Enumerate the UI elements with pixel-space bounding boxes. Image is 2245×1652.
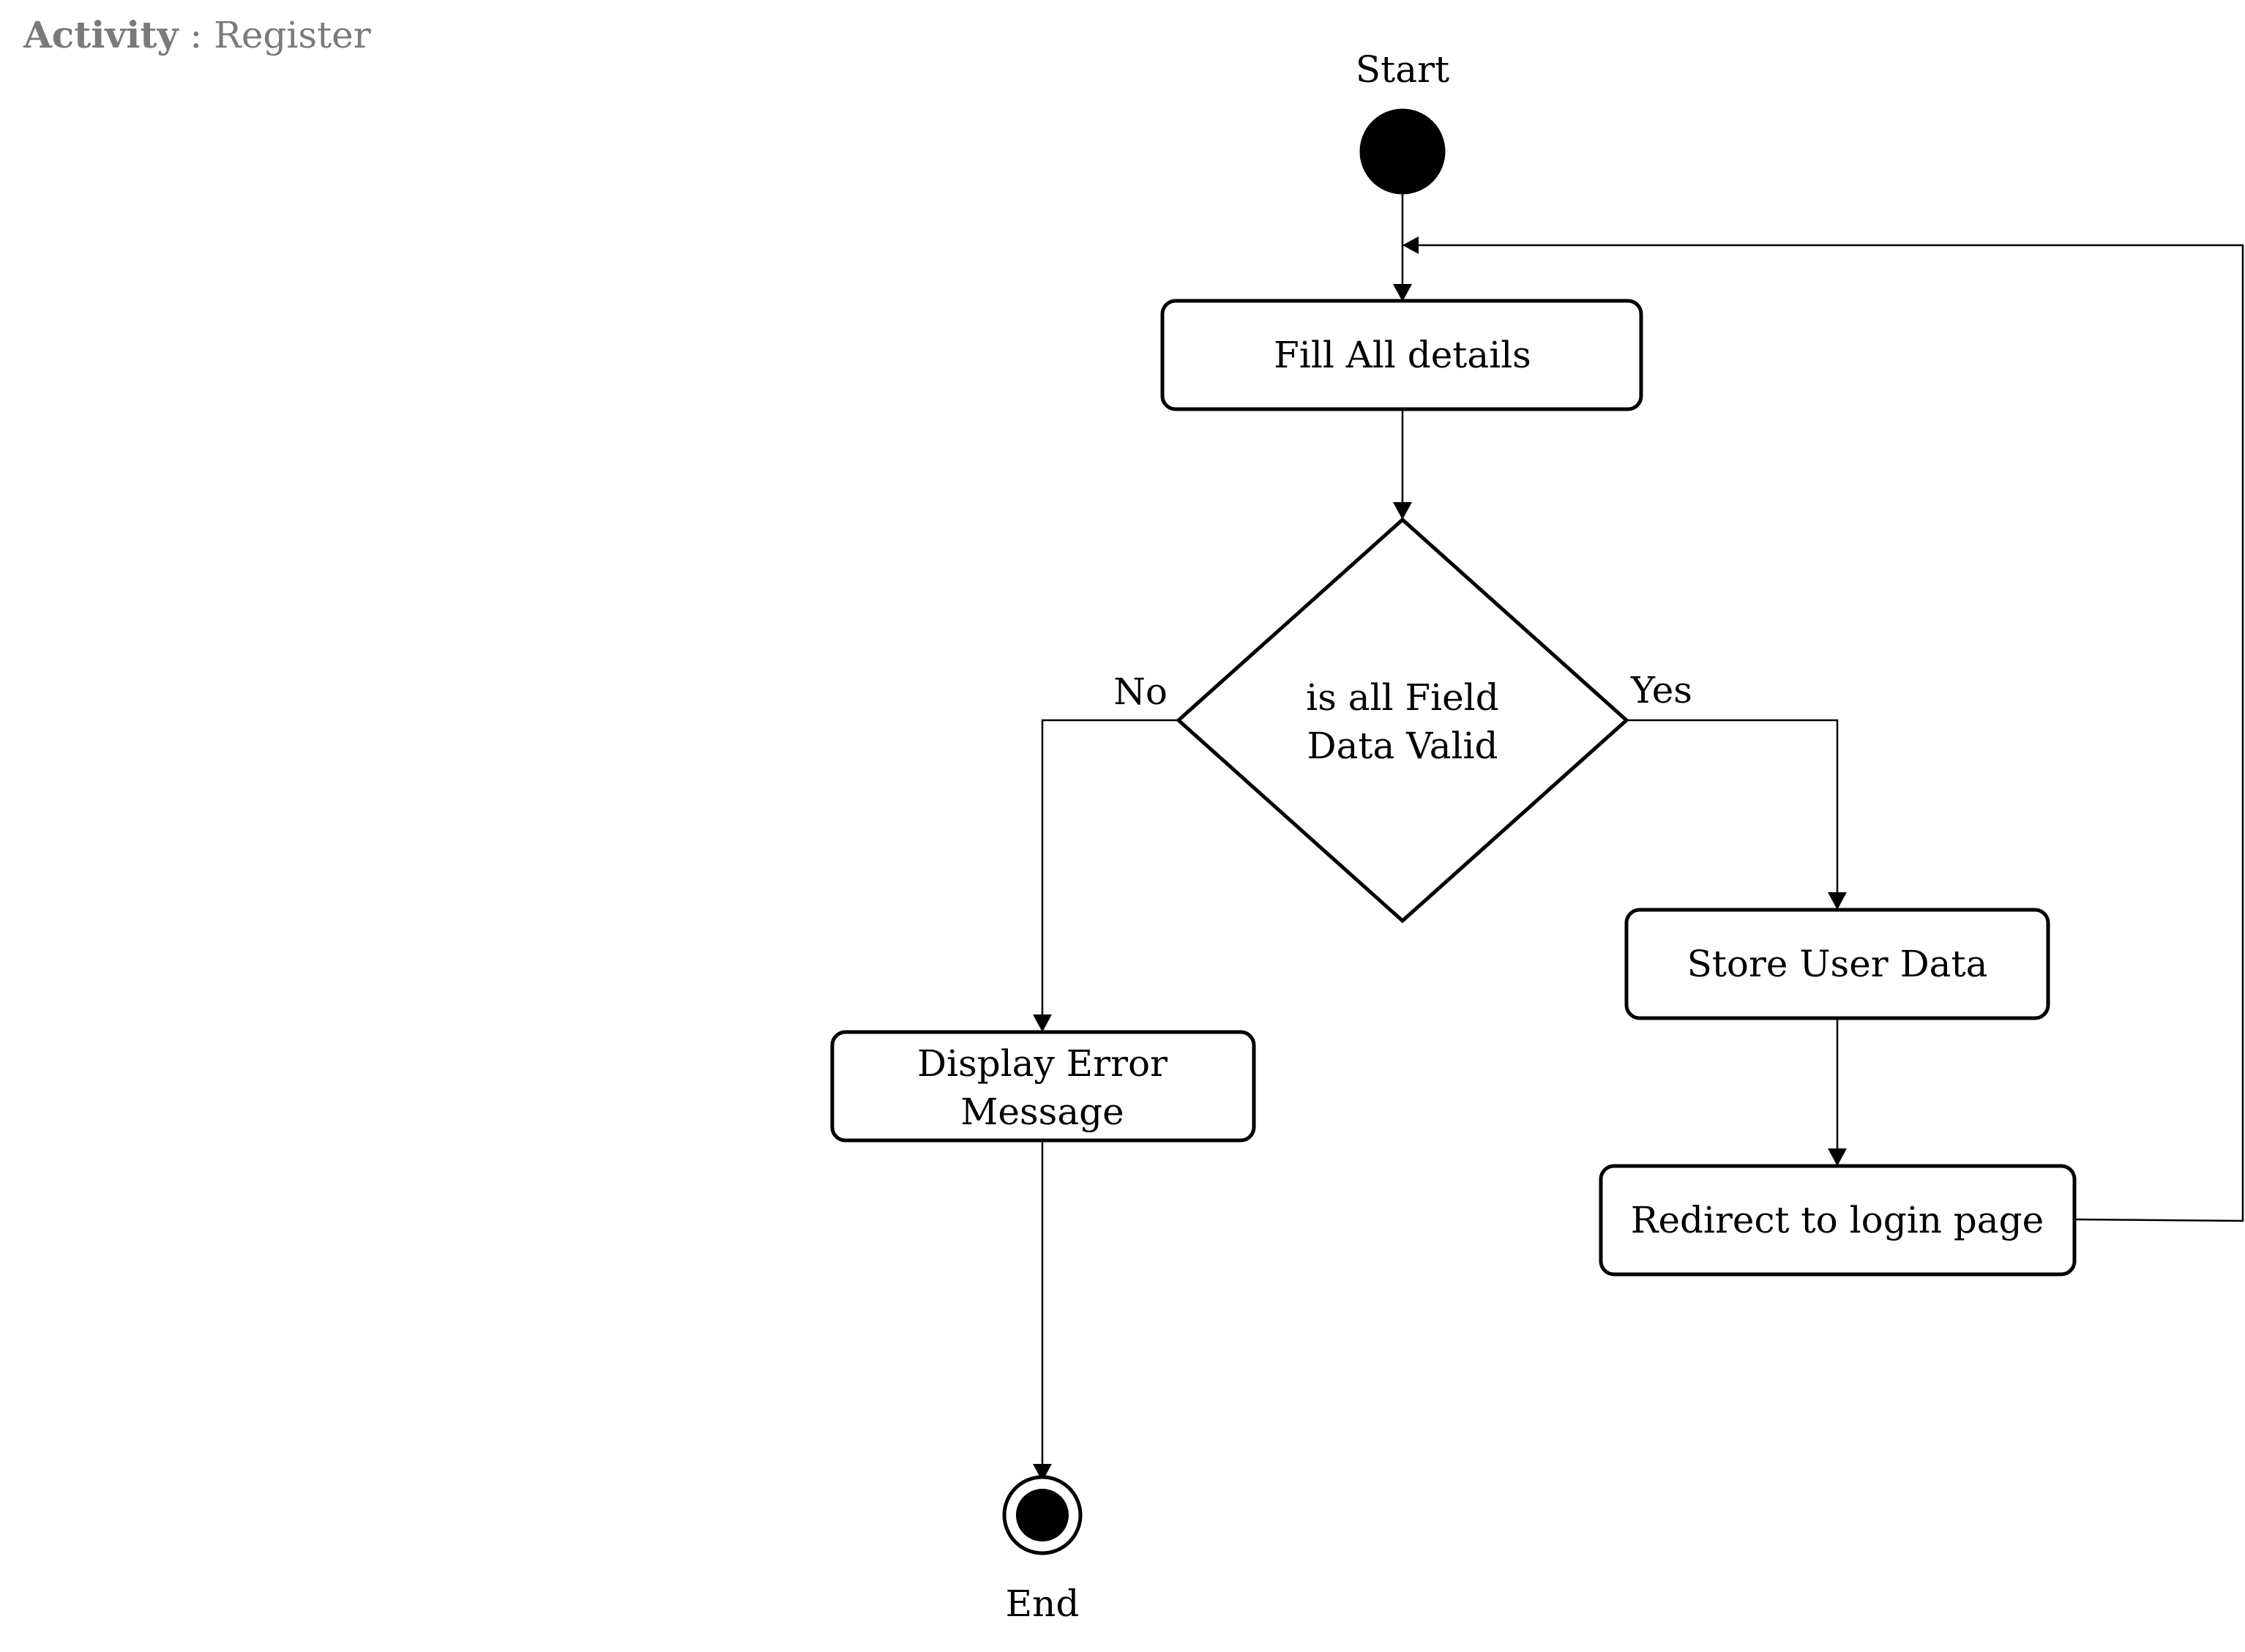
title-keyword: Activity: [23, 13, 179, 56]
activity-fill-details: Fill All details: [1160, 299, 1643, 411]
diagram-title: Activity : Register: [23, 13, 371, 57]
edge-no-branch: [1041, 719, 1178, 1014]
arrowhead: [1033, 1464, 1052, 1481]
activity-redirect-login-label: Redirect to login page: [1631, 1199, 2044, 1241]
end-node: [1002, 1475, 1083, 1555]
arrowhead: [1828, 892, 1847, 910]
start-node: [1359, 108, 1446, 195]
arrowhead: [1402, 236, 1419, 254]
title-separator: :: [178, 14, 214, 56]
activity-store-user-data: Store User Data: [1624, 908, 2050, 1020]
title-activity-name: Register: [214, 14, 371, 56]
arrowhead: [1393, 284, 1412, 302]
activity-display-error-line-2: Message: [960, 1091, 1124, 1133]
edge-yes-label: Yes: [1630, 669, 1692, 711]
activity-store-user-data-label: Store User Data: [1687, 943, 1988, 985]
activity-display-error: Display Error Message: [830, 1030, 1256, 1143]
arrowhead: [1828, 1148, 1847, 1166]
arrowhead: [1033, 1014, 1052, 1032]
activity-display-error-line-1: Display Error: [917, 1042, 1168, 1085]
start-label: Start: [1356, 48, 1449, 91]
edge-yes-branch: [1626, 719, 1839, 892]
end-label: End: [1006, 1582, 1080, 1625]
activity-fill-details-label: Fill All details: [1274, 334, 1531, 376]
edge-redirect-loop-back: [1419, 244, 2244, 1222]
decision-line-1: is all Field: [1306, 676, 1499, 719]
decision-line-2: Data Valid: [1307, 725, 1498, 767]
edge-no-label: No: [1113, 670, 1168, 713]
decision-field-valid: is all Field Data Valid: [1176, 517, 1629, 924]
activity-redirect-login: Redirect to login page: [1599, 1164, 2077, 1277]
arrowhead: [1393, 502, 1412, 520]
